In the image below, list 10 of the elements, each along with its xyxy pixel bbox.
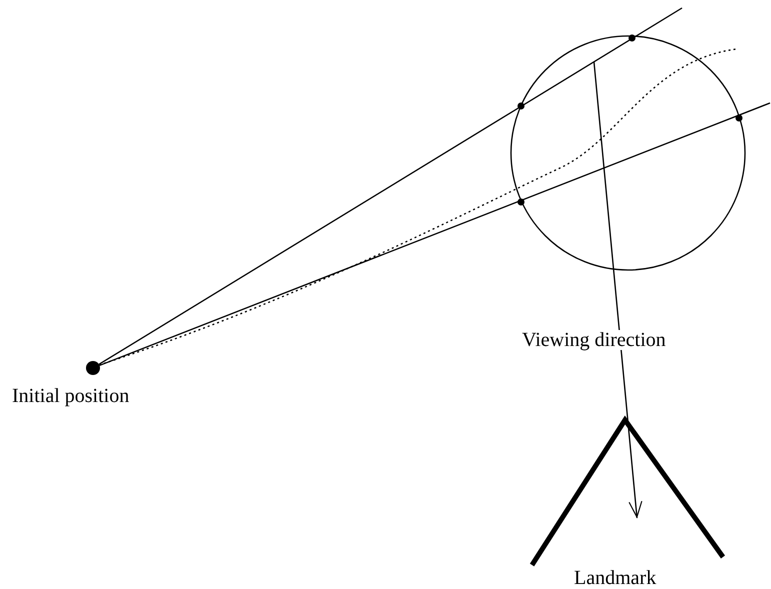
position-dot xyxy=(86,361,100,375)
landmark-drawing xyxy=(528,416,726,569)
sight-line xyxy=(98,7,682,365)
position-label: Initial position xyxy=(12,386,130,406)
landmark-label: Landmark xyxy=(574,568,656,588)
edge-label: Viewing direction xyxy=(522,330,666,350)
region-circle xyxy=(510,35,746,271)
sight-line xyxy=(99,102,770,366)
arrow xyxy=(593,62,642,518)
dotted-path xyxy=(99,48,738,366)
